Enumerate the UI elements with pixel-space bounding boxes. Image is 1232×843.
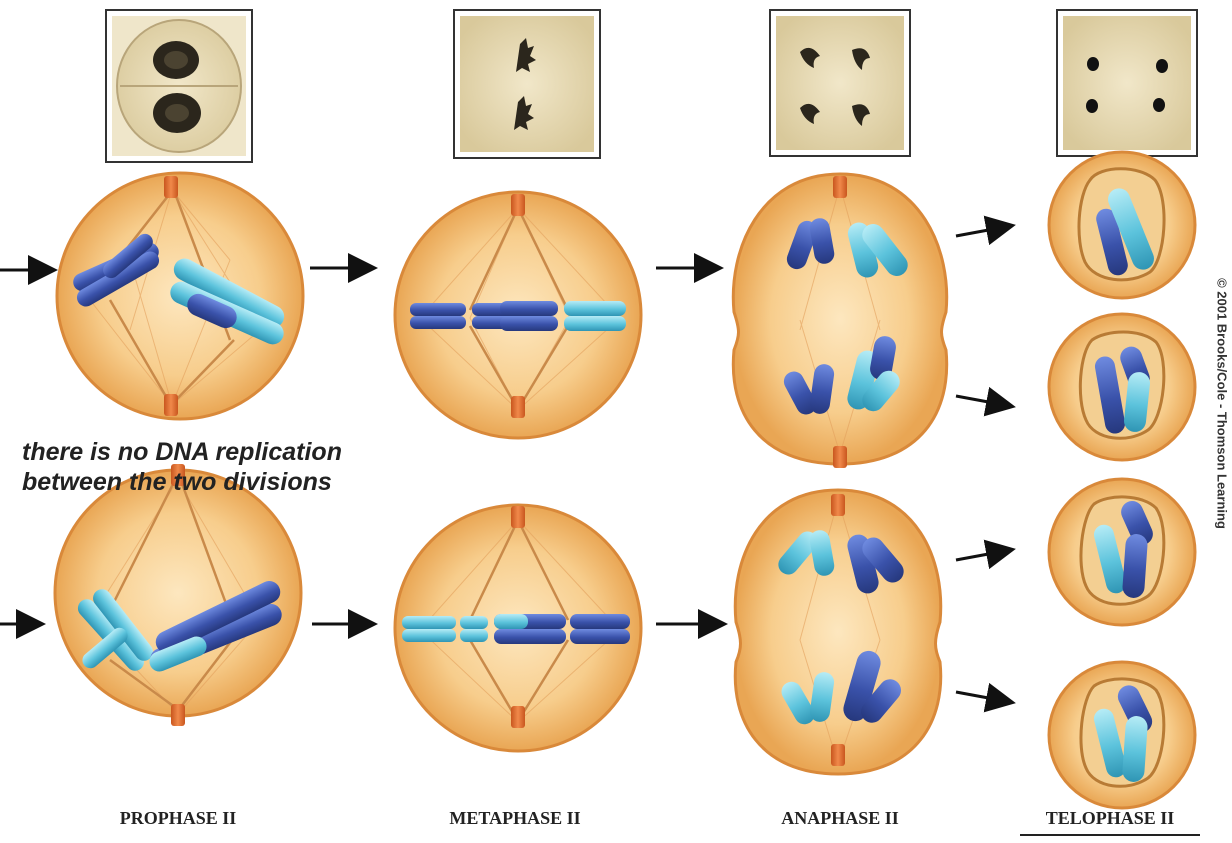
centrosome-icon — [511, 506, 525, 528]
centrosome-icon — [831, 744, 845, 766]
micrograph-prophase — [106, 10, 252, 162]
note-line-2: between the two divisions — [22, 467, 342, 497]
centrosome-icon — [171, 704, 185, 726]
arrow-icon — [956, 692, 1010, 702]
cell-anaphase-bottom — [735, 490, 940, 774]
cell-prophase-top — [57, 173, 303, 419]
copyright-text: © 2001 Brooks/Cole - Thomson Learning — [1215, 274, 1230, 534]
centrosome-icon — [511, 706, 525, 728]
label-telophase-ii: TELOPHASE II — [995, 808, 1225, 829]
cell-prophase-bottom — [55, 464, 301, 726]
micrograph-anaphase — [770, 10, 910, 156]
centrosome-icon — [833, 176, 847, 198]
centrosome-icon — [164, 394, 178, 416]
centrosome-icon — [511, 396, 525, 418]
centrosome-icon — [164, 176, 178, 198]
arrow-icon — [956, 550, 1010, 560]
label-anaphase-ii: ANAPHASE II — [725, 808, 955, 829]
cell-metaphase-bottom — [395, 505, 641, 751]
centrosome-icon — [831, 494, 845, 516]
arrow-icon — [956, 396, 1010, 406]
centrosome-icon — [511, 194, 525, 216]
label-metaphase-ii: METAPHASE II — [400, 808, 630, 829]
cell-telophase-2 — [1049, 314, 1195, 460]
note-line-1: there is no DNA replication — [22, 437, 342, 467]
cell-metaphase-top — [395, 192, 641, 438]
label-prophase-ii: PROPHASE II — [63, 808, 293, 829]
telophase-underline — [1020, 834, 1200, 836]
cell-telophase-3 — [1049, 479, 1195, 625]
micrograph-telophase — [1057, 10, 1197, 156]
arrow-icon — [956, 226, 1010, 236]
cell-telophase-1 — [1049, 152, 1195, 298]
cell-anaphase-top — [733, 174, 946, 468]
no-replication-note: there is no DNA replication between the … — [22, 437, 342, 497]
cell-telophase-4 — [1049, 662, 1195, 808]
centrosome-icon — [833, 446, 847, 468]
micrograph-metaphase — [454, 10, 600, 158]
